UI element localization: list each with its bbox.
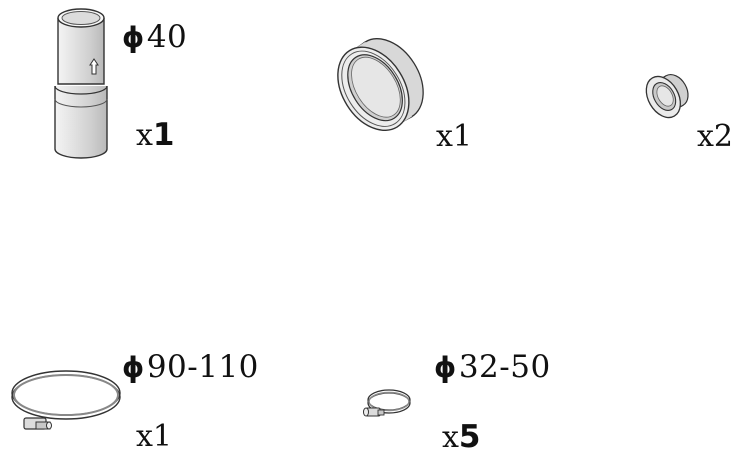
quantity-label: x5 xyxy=(442,419,481,455)
hose-clamp-large-icon xyxy=(11,370,121,430)
diameter-label: ϕ32-50 xyxy=(434,349,551,385)
hose-clamp-small-icon xyxy=(363,389,411,417)
small-flanged-reducer-icon xyxy=(645,74,689,119)
quantity-label: x1 xyxy=(136,419,173,454)
quantity-label: x1 xyxy=(436,119,473,154)
quantity-label: x1 xyxy=(136,117,175,153)
quantity-label: x2 xyxy=(697,119,734,154)
diameter-label: ϕ90-110 xyxy=(122,349,259,385)
diameter-label: ϕ40 xyxy=(122,19,188,55)
flanged-ring-icon xyxy=(337,38,424,132)
pipe-with-arrow-icon xyxy=(54,8,108,159)
